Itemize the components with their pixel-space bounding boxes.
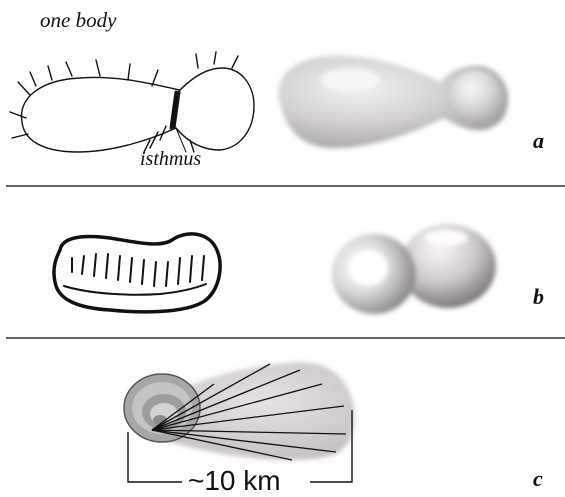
panel-c-body bbox=[124, 362, 354, 460]
panel-b: b bbox=[54, 224, 544, 314]
isthmus-mark bbox=[171, 92, 179, 128]
panel-b-label: b bbox=[533, 284, 544, 309]
sketch-inner-fold bbox=[64, 284, 206, 295]
panel-a-caption: one body bbox=[40, 8, 117, 32]
panel-a-rendered-body bbox=[279, 56, 509, 148]
scale-label: ~10 km bbox=[188, 465, 281, 496]
sketch-outline-a bbox=[22, 68, 254, 152]
panel-b-sketch bbox=[54, 234, 220, 312]
panel-a-annotation: isthmus bbox=[140, 148, 201, 170]
panel-b-rendered-body bbox=[332, 224, 496, 314]
panel-c: ~10 km c bbox=[124, 362, 543, 496]
panel-a: one body isthmus bbox=[10, 8, 544, 170]
panel-c-label: c bbox=[533, 466, 543, 491]
panel-a-label: a bbox=[533, 128, 544, 153]
sketch-outline-b bbox=[54, 234, 220, 312]
panel-a-sketch bbox=[10, 52, 254, 152]
